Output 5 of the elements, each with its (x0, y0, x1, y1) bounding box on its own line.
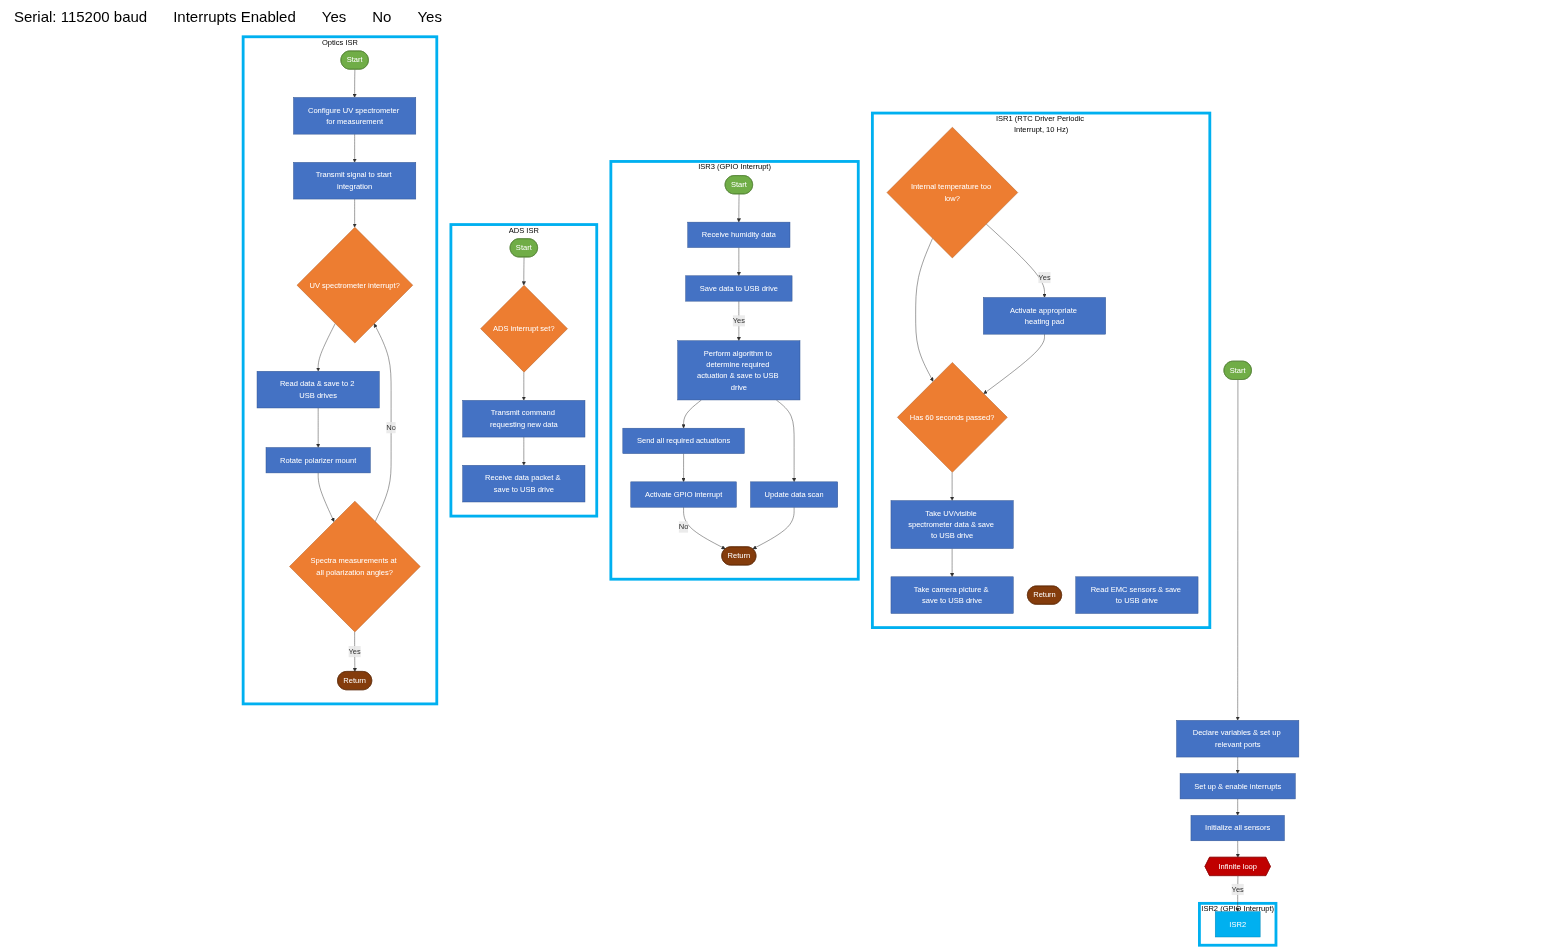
note-text: Yes (320, 7, 348, 27)
note-text: Interrupts Enabled (172, 7, 297, 27)
note-text: Serial: 115200 baud (13, 7, 149, 27)
note-text: Yes (416, 7, 443, 27)
note-text: No (371, 7, 393, 27)
